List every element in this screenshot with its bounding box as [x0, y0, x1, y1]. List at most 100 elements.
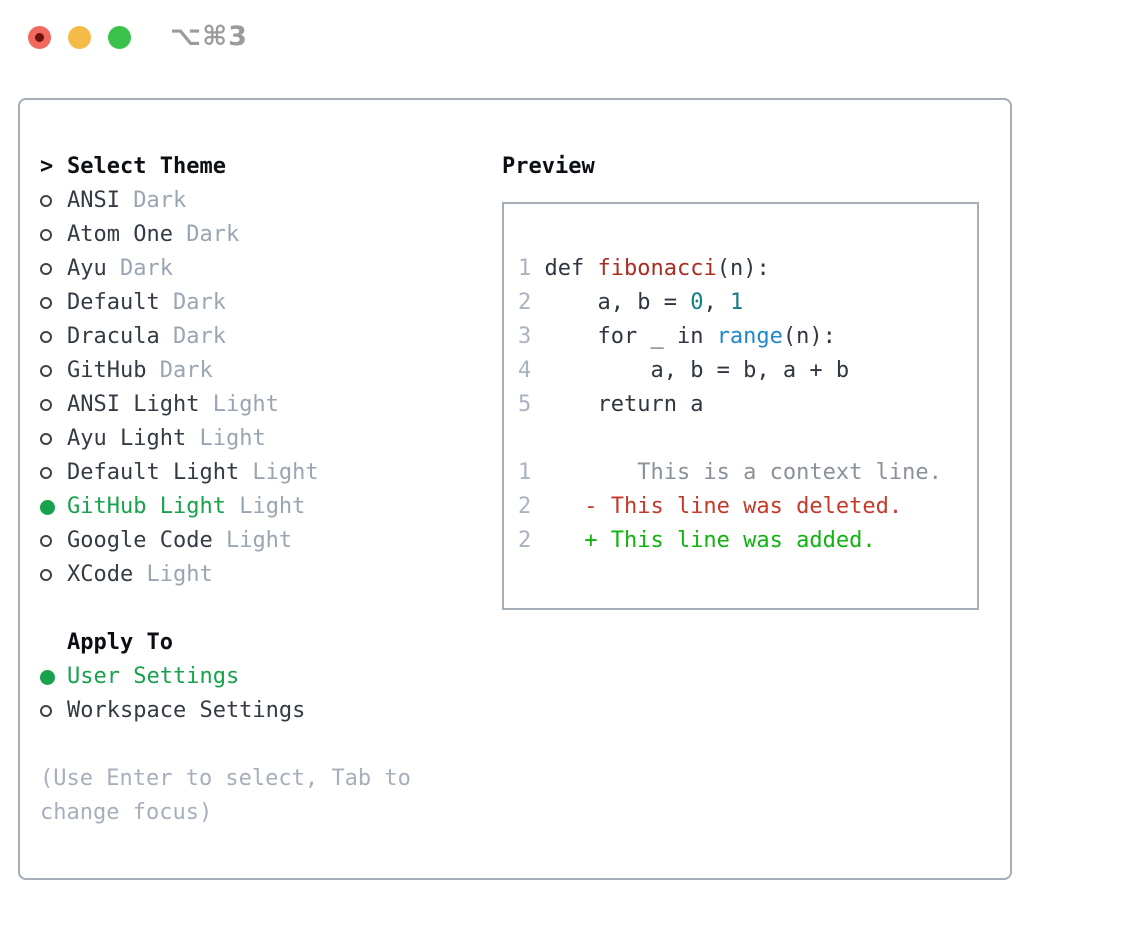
hint-text: (Use Enter to select, Tab to change focu… — [40, 766, 411, 825]
selection-caret-icon: > — [40, 154, 54, 179]
theme-item-name: Ayu — [67, 256, 107, 281]
theme-item-variant: Light — [212, 528, 293, 553]
code-token-func: fibonacci — [597, 256, 717, 281]
theme-item-variant: Light — [225, 494, 306, 519]
code-token-builtin: range — [716, 324, 783, 349]
unsaved-dot-icon — [35, 33, 44, 42]
theme-item[interactable]: XCode Light — [40, 558, 502, 592]
code-token-plain: , — [703, 290, 730, 315]
theme-item-variant: Dark — [159, 324, 226, 349]
theme-item[interactable]: GitHub Light Light — [40, 490, 502, 524]
theme-item-name: ANSI Light — [67, 392, 200, 417]
theme-item[interactable]: Default Dark — [40, 286, 502, 320]
radio-icon — [40, 467, 67, 479]
zoom-button[interactable] — [108, 26, 131, 49]
code-token-plain: a, b = b, a + b — [531, 358, 850, 383]
apply-option[interactable]: Workspace Settings — [40, 694, 502, 728]
radio-icon — [40, 705, 67, 717]
theme-item-name: Google Code — [67, 528, 213, 553]
radio-icon — [40, 297, 67, 309]
preview-title: Preview — [502, 154, 595, 179]
traffic-lights — [28, 26, 131, 49]
diff-line: 1 This is a context line. — [518, 456, 963, 490]
minimize-button[interactable] — [68, 26, 91, 49]
spacer — [40, 728, 502, 762]
theme-item-name: GitHub — [67, 358, 147, 383]
theme-item-variant: Dark — [146, 358, 213, 383]
diff-line: 2 + This line was added. — [518, 524, 963, 558]
theme-item-variant: Dark — [159, 290, 226, 315]
radio-selected-icon — [40, 499, 67, 515]
radio-icon — [40, 365, 67, 377]
radio-selected-icon — [40, 669, 67, 685]
apply-option[interactable]: User Settings — [40, 660, 502, 694]
radio-icon — [40, 263, 67, 275]
line-number: 5 — [518, 392, 532, 417]
line-number: 3 — [518, 324, 532, 349]
select-theme-title: Select Theme — [67, 154, 226, 179]
theme-item[interactable]: Ayu Light Light — [40, 422, 502, 456]
code-line: 1 def fibonacci(n): — [518, 252, 963, 286]
theme-item-variant: Dark — [106, 256, 173, 281]
radio-icon — [40, 195, 67, 207]
theme-item[interactable]: ANSI Dark — [40, 184, 502, 218]
line-number: 2 — [518, 290, 532, 315]
code-token-del: - This line was deleted. — [531, 494, 903, 519]
titlebar: ⌥⌘3 — [0, 0, 1140, 75]
code-token-plain: (n): — [716, 256, 770, 281]
code-token-plain: (n): — [782, 324, 836, 349]
code-line: 4 a, b = b, a + b — [518, 354, 963, 388]
code-line: 3 for _ in range(n): — [518, 320, 963, 354]
theme-item-variant: Light — [239, 460, 319, 485]
preview-header: Preview — [502, 150, 1010, 184]
theme-item[interactable]: Ayu Dark — [40, 252, 502, 286]
theme-item[interactable]: Google Code Light — [40, 524, 502, 558]
theme-item-variant: Light — [199, 392, 279, 417]
line-number: 1 — [518, 460, 532, 485]
radio-icon — [40, 229, 67, 241]
code-token-numlit: 0 — [690, 290, 704, 315]
theme-item-variant: Light — [186, 426, 266, 451]
line-number: 1 — [518, 256, 532, 281]
code-token-plain: for _ in — [531, 324, 717, 349]
theme-item-name: ANSI — [67, 188, 120, 213]
theme-item-name: GitHub Light — [67, 494, 226, 519]
theme-item[interactable]: Default Light Light — [40, 456, 502, 490]
theme-item[interactable]: Dracula Dark — [40, 320, 502, 354]
diff-line: 2 - This line was deleted. — [518, 490, 963, 524]
spacer — [40, 592, 502, 626]
select-theme-header: > Select Theme — [40, 150, 502, 184]
theme-item-name: XCode — [67, 562, 134, 587]
theme-item-name: Atom One — [67, 222, 173, 247]
line-number: 2 — [518, 528, 532, 553]
radio-icon — [40, 433, 67, 445]
theme-item-name: Default Light — [67, 460, 240, 485]
apply-option-label: Workspace Settings — [67, 698, 306, 723]
code-token-numlit: 1 — [729, 290, 744, 315]
radio-icon — [40, 331, 67, 343]
code-line: 5 return a — [518, 388, 963, 422]
theme-item-variant: Dark — [119, 188, 187, 213]
diff-preview: 1 This is a context line.2 - This line w… — [518, 456, 963, 558]
line-number: 4 — [518, 358, 532, 383]
code-token-add: + This line was added. — [531, 528, 876, 553]
close-button[interactable] — [28, 26, 51, 49]
line-number: 2 — [518, 494, 532, 519]
code-token-context: This is a context line. — [531, 460, 942, 485]
window-title: ⌥⌘3 — [170, 21, 248, 52]
theme-item[interactable]: ANSI Light Light — [40, 388, 502, 422]
radio-icon — [40, 399, 67, 411]
theme-item[interactable]: GitHub Dark — [40, 354, 502, 388]
radio-icon — [40, 569, 67, 581]
code-line: 2 a, b = 0, 1 — [518, 286, 963, 320]
theme-item-name: Dracula — [67, 324, 160, 349]
theme-item-variant: Dark — [172, 222, 240, 247]
theme-item[interactable]: Atom One Dark — [40, 218, 502, 252]
